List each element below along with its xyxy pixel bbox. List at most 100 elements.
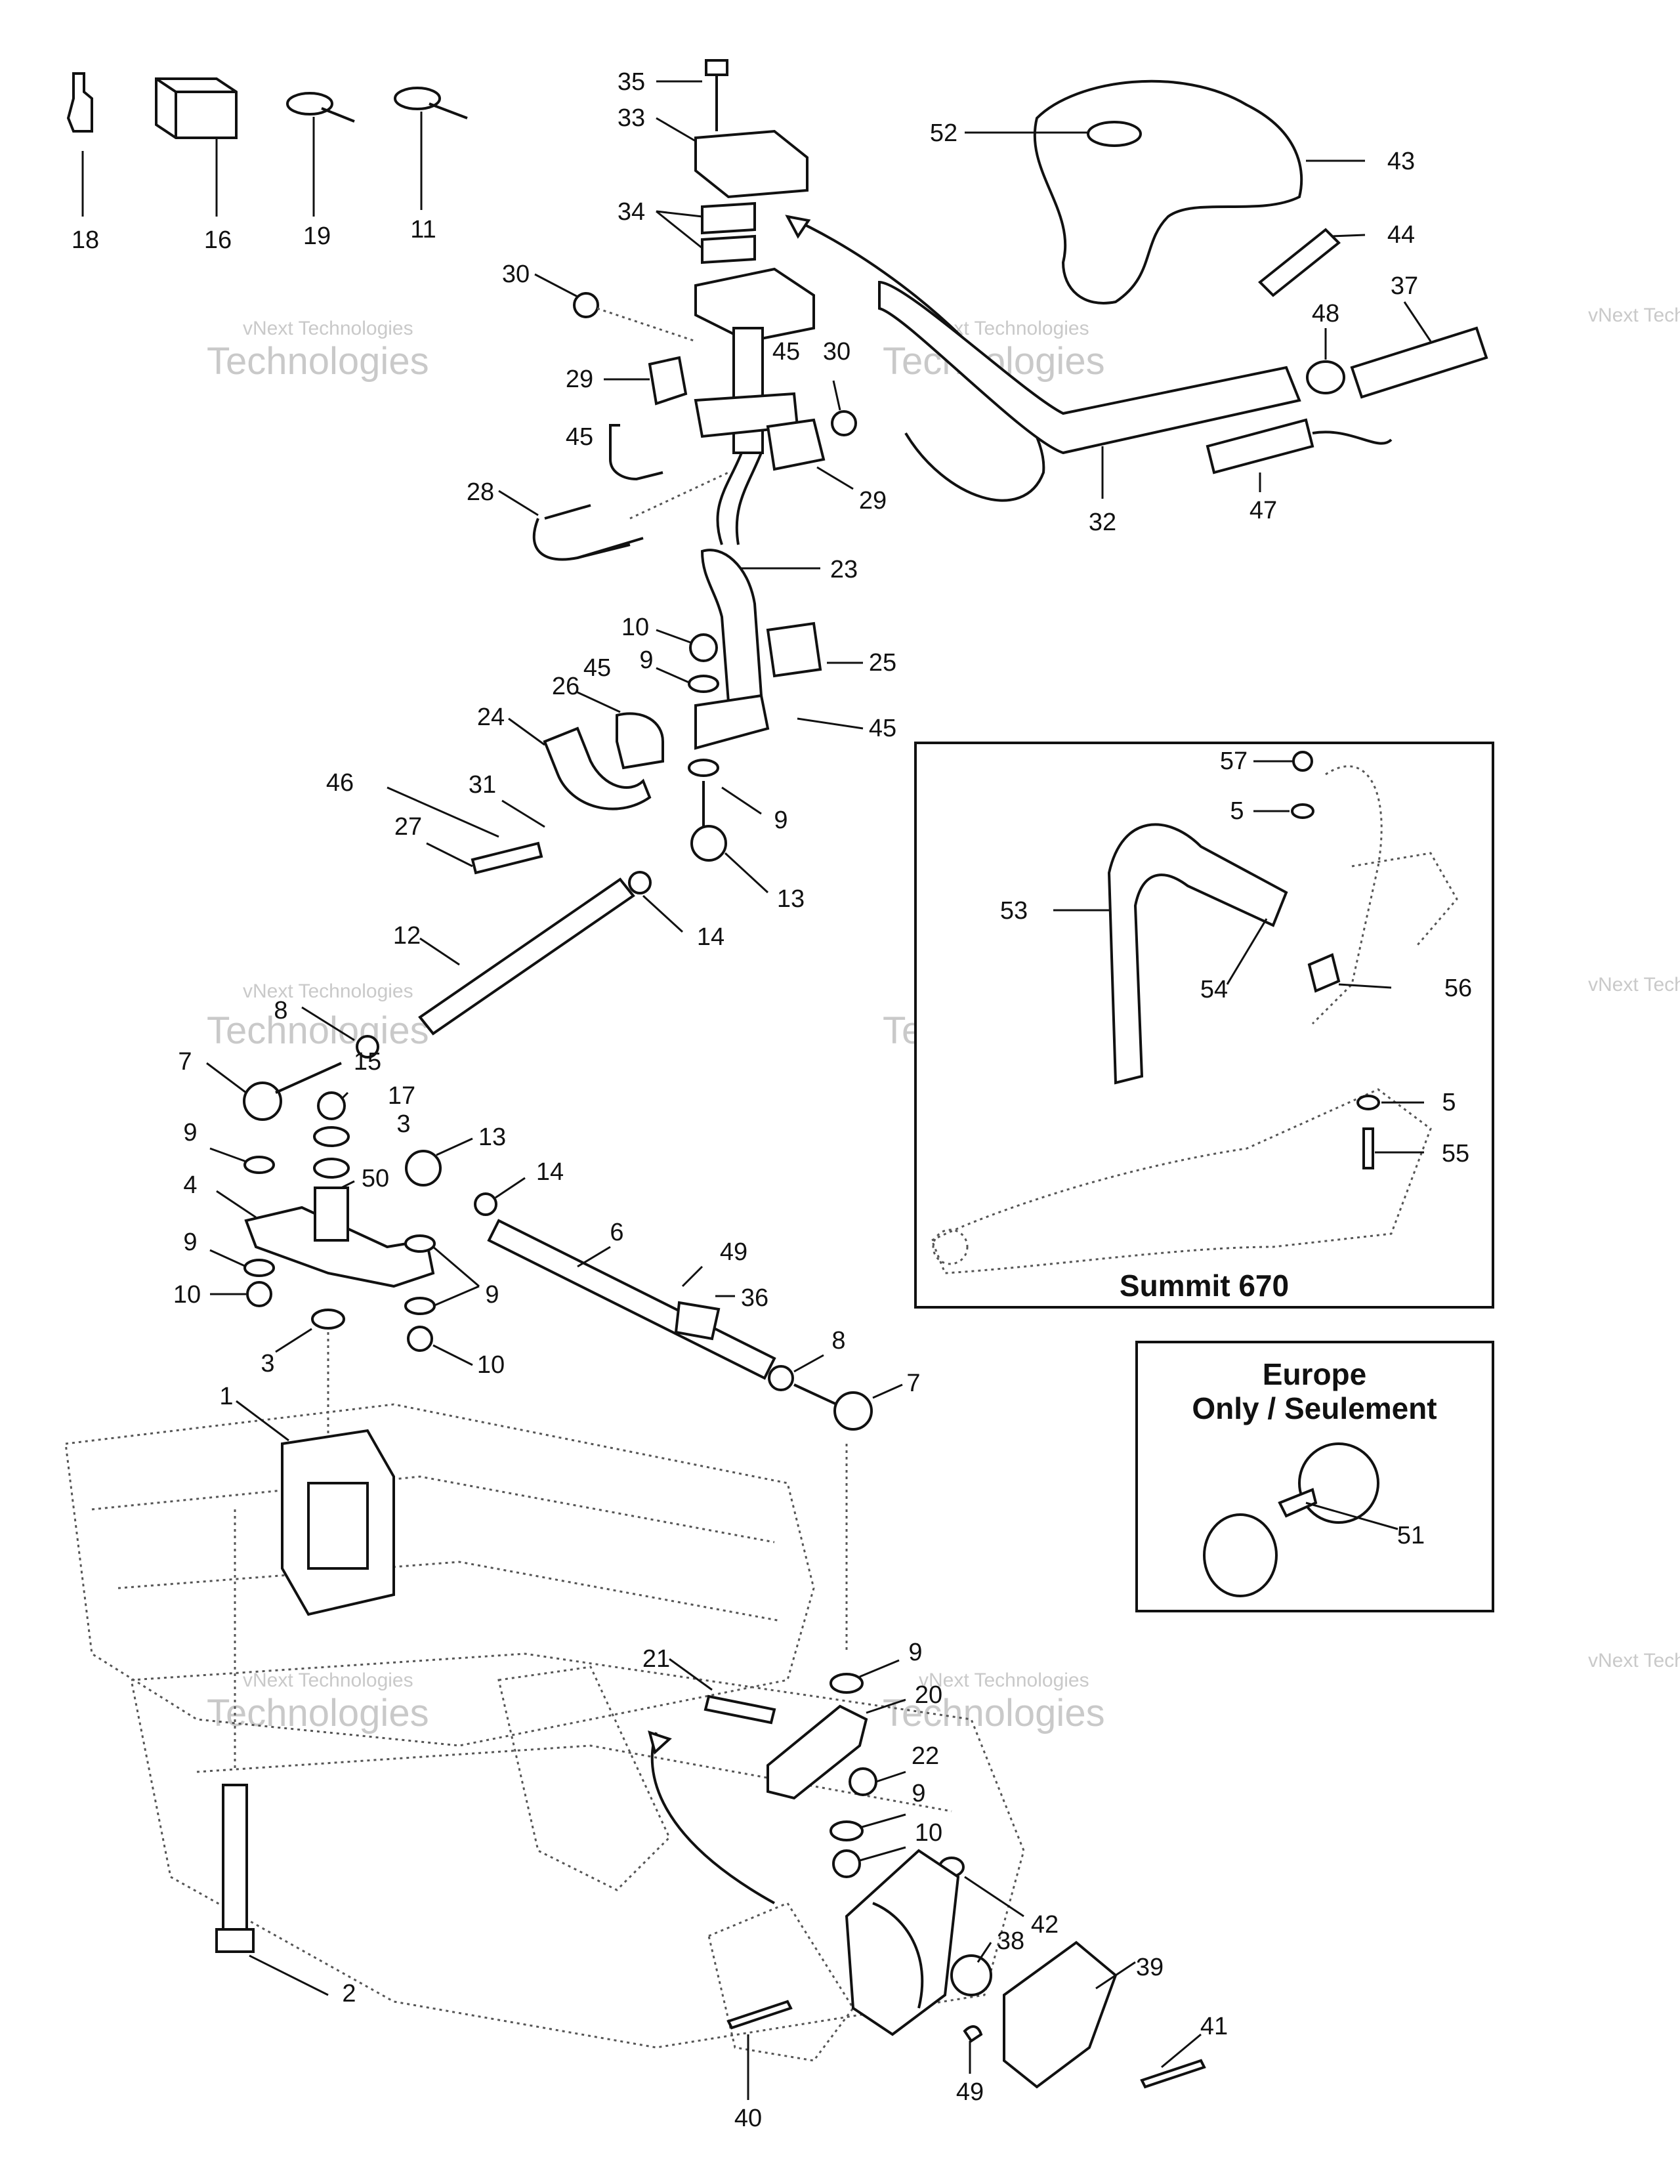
nut-30-upper (573, 292, 599, 318)
leader-line (724, 852, 769, 894)
u-bolt-28-legs (544, 504, 644, 559)
callout-39: 39 (1136, 1954, 1164, 1981)
leader-line (275, 1328, 312, 1353)
nut-10d (832, 1849, 861, 1878)
bracket-24-shape (543, 726, 652, 810)
watermark-text: vNext Technologies (919, 1670, 1089, 1691)
callout-27: 27 (394, 813, 422, 841)
callout-55: 55 (1442, 1140, 1469, 1167)
leader-line (669, 1658, 713, 1691)
callout-52: 52 (930, 119, 957, 147)
grip-44-shape (1258, 228, 1341, 297)
leader-line (436, 1137, 473, 1156)
callout-40: 40 (734, 2105, 762, 2132)
leader-line (498, 490, 539, 516)
column-arm (694, 694, 770, 750)
chassis-rail (91, 1475, 775, 1544)
horn-bulb (1298, 1442, 1379, 1524)
bracket-1-window (307, 1482, 369, 1570)
leader-line (206, 1062, 247, 1094)
spring-bracket (497, 1666, 671, 1891)
callout-29-right: 29 (859, 487, 887, 514)
nut-14b (474, 1192, 497, 1216)
bracket-1-shape (281, 1429, 395, 1616)
callout-26: 26 (552, 673, 579, 700)
bushing-3-upper (313, 1158, 350, 1179)
callout-43: 43 (1387, 148, 1415, 175)
leader-line (1305, 1502, 1398, 1530)
column-tube (732, 327, 764, 454)
u-bolt-28 (609, 424, 663, 481)
leader-line (1332, 234, 1366, 238)
leader-line (432, 1246, 480, 1288)
europe-inset-line2: Only / Seulement (1192, 1391, 1437, 1425)
leader-line (866, 1698, 906, 1714)
nut-10c (407, 1326, 433, 1352)
clamp-33-shape (694, 129, 808, 199)
clamp-56-shape (1307, 953, 1341, 993)
bushing-29-left (648, 356, 688, 406)
callout-38: 38 (997, 1927, 1024, 1955)
callout-19: 19 (303, 222, 331, 250)
leader-line (656, 210, 703, 249)
callout-2: 2 (342, 1980, 356, 2007)
nut-57 (1292, 751, 1313, 772)
leader-line (859, 1846, 906, 1862)
grip-37-shape (1350, 326, 1488, 399)
steering-box-outline (707, 1902, 854, 2062)
callout-6: 6 (610, 1219, 623, 1246)
callout-41: 41 (1200, 2013, 1228, 2040)
tie-19-shape (286, 92, 333, 116)
callout-18: 18 (72, 226, 99, 254)
callout-50: 50 (362, 1165, 389, 1192)
callout-5-upper: 5 (1230, 797, 1244, 825)
leader-line (432, 1344, 473, 1366)
callout-17: 17 (388, 1082, 415, 1110)
leader-line (340, 1091, 349, 1101)
tie-rod-12-shape (418, 877, 635, 1036)
leader-line (495, 1177, 526, 1199)
bushing-34-upper (701, 201, 756, 235)
callout-45-left: 45 (566, 423, 593, 451)
callout-14-upper: 14 (697, 923, 724, 951)
leader-line (216, 1190, 257, 1219)
callout-9-g: 9 (912, 1780, 925, 1807)
callout-12: 12 (393, 922, 421, 950)
handlebar-32-shape (878, 280, 1301, 455)
tie-11-shape (394, 87, 441, 110)
callout-9-d: 9 (183, 1228, 197, 1256)
assembly-line (597, 307, 696, 343)
tie-19-tail (321, 107, 355, 123)
leader-line (209, 1249, 247, 1268)
callout-37: 37 (1391, 272, 1418, 300)
callout-24: 24 (477, 704, 505, 731)
callout-31: 31 (469, 771, 496, 799)
steering-linkage (206, 621, 903, 1654)
callout-28: 28 (467, 478, 494, 506)
leader-line (236, 1400, 289, 1442)
bushing-25-shape (766, 621, 822, 678)
leader-line (301, 1006, 355, 1041)
bushing-26-shape (616, 712, 664, 770)
callout-9-upper: 9 (639, 646, 653, 674)
callout-13-lower: 13 (478, 1124, 506, 1151)
arrow-head (785, 215, 811, 239)
leader-line (797, 717, 864, 730)
summit-lever-outline (1351, 852, 1458, 946)
summit-inset: Summit 670 (914, 742, 1494, 1309)
callout-33: 33 (618, 104, 645, 132)
nut-8b (768, 1365, 794, 1391)
callout-45-mid: 45 (583, 654, 611, 682)
terminal-18-shape (66, 72, 93, 133)
callout-5-lower: 5 (1442, 1089, 1456, 1116)
callout-53: 53 (1000, 897, 1028, 925)
callout-23: 23 (830, 556, 858, 583)
arrow-head (648, 1730, 672, 1755)
leader-line (642, 894, 684, 933)
leader-line (426, 842, 473, 868)
callout-32: 32 (1089, 509, 1116, 536)
plate-39-shape (1003, 1941, 1118, 2089)
leader-line (432, 1285, 480, 1307)
chassis-frame (64, 1403, 815, 1747)
leader-line (832, 380, 841, 411)
